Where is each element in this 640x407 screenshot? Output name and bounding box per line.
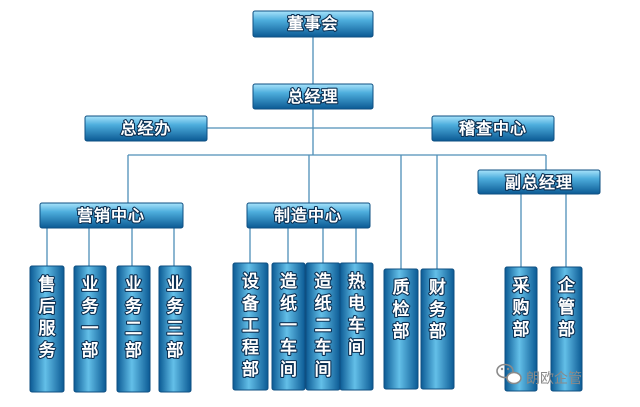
department-box: 财务部 bbox=[420, 268, 455, 390]
audit-box: 稽查中心 bbox=[431, 115, 555, 142]
office-box: 总经办 bbox=[84, 115, 208, 142]
department-box: 售后服务 bbox=[29, 265, 65, 393]
department-label: 采购部 bbox=[512, 276, 530, 340]
department-box: 质检部 bbox=[383, 268, 419, 390]
board-label: 董事会 bbox=[287, 14, 338, 33]
gm-box: 总经理 bbox=[252, 83, 374, 110]
manufacturing-box: 制造中心 bbox=[246, 202, 371, 229]
department-box: 业务三部 bbox=[158, 265, 192, 393]
department-box: 企管部 bbox=[550, 266, 583, 392]
gm-label: 总经理 bbox=[287, 87, 338, 106]
vice-gm-label: 副总经理 bbox=[505, 173, 573, 192]
marketing-box: 营销中心 bbox=[39, 202, 184, 229]
department-box: 业务二部 bbox=[116, 265, 151, 393]
department-box: 采购部 bbox=[504, 266, 538, 392]
department-box: 设备工程部 bbox=[232, 262, 269, 391]
department-label: 业务三部 bbox=[167, 275, 185, 361]
office-label: 总经办 bbox=[120, 119, 171, 138]
board-box: 董事会 bbox=[252, 10, 374, 38]
department-label: 热电车间 bbox=[348, 271, 365, 358]
wechat-icon bbox=[496, 363, 522, 385]
department-label: 企管部 bbox=[557, 275, 576, 340]
department-label: 质检部 bbox=[393, 278, 410, 342]
marketing-label: 营销中心 bbox=[77, 206, 145, 225]
vice-gm-box: 副总经理 bbox=[477, 169, 601, 195]
department-label: 售后服务 bbox=[39, 274, 57, 361]
watermark-label: 朗欧企管 bbox=[526, 370, 582, 387]
watermark: 朗欧企管 bbox=[496, 363, 582, 387]
manufacturing-label: 制造中心 bbox=[274, 206, 342, 225]
department-box: 造纸二车间 bbox=[305, 262, 341, 391]
department-box: 业务一部 bbox=[73, 265, 107, 393]
department-label: 设备工程部 bbox=[241, 272, 260, 380]
department-box: 热电车间 bbox=[339, 262, 374, 391]
audit-label: 稽查中心 bbox=[459, 119, 527, 138]
connector-lines bbox=[46, 37, 567, 269]
department-label: 造纸二车间 bbox=[315, 272, 333, 380]
department-label: 业务一部 bbox=[82, 275, 100, 361]
department-box: 造纸一车间 bbox=[271, 262, 306, 391]
department-label: 财务部 bbox=[428, 277, 447, 342]
department-label: 业务二部 bbox=[125, 275, 143, 361]
department-label: 造纸一车间 bbox=[280, 272, 298, 380]
